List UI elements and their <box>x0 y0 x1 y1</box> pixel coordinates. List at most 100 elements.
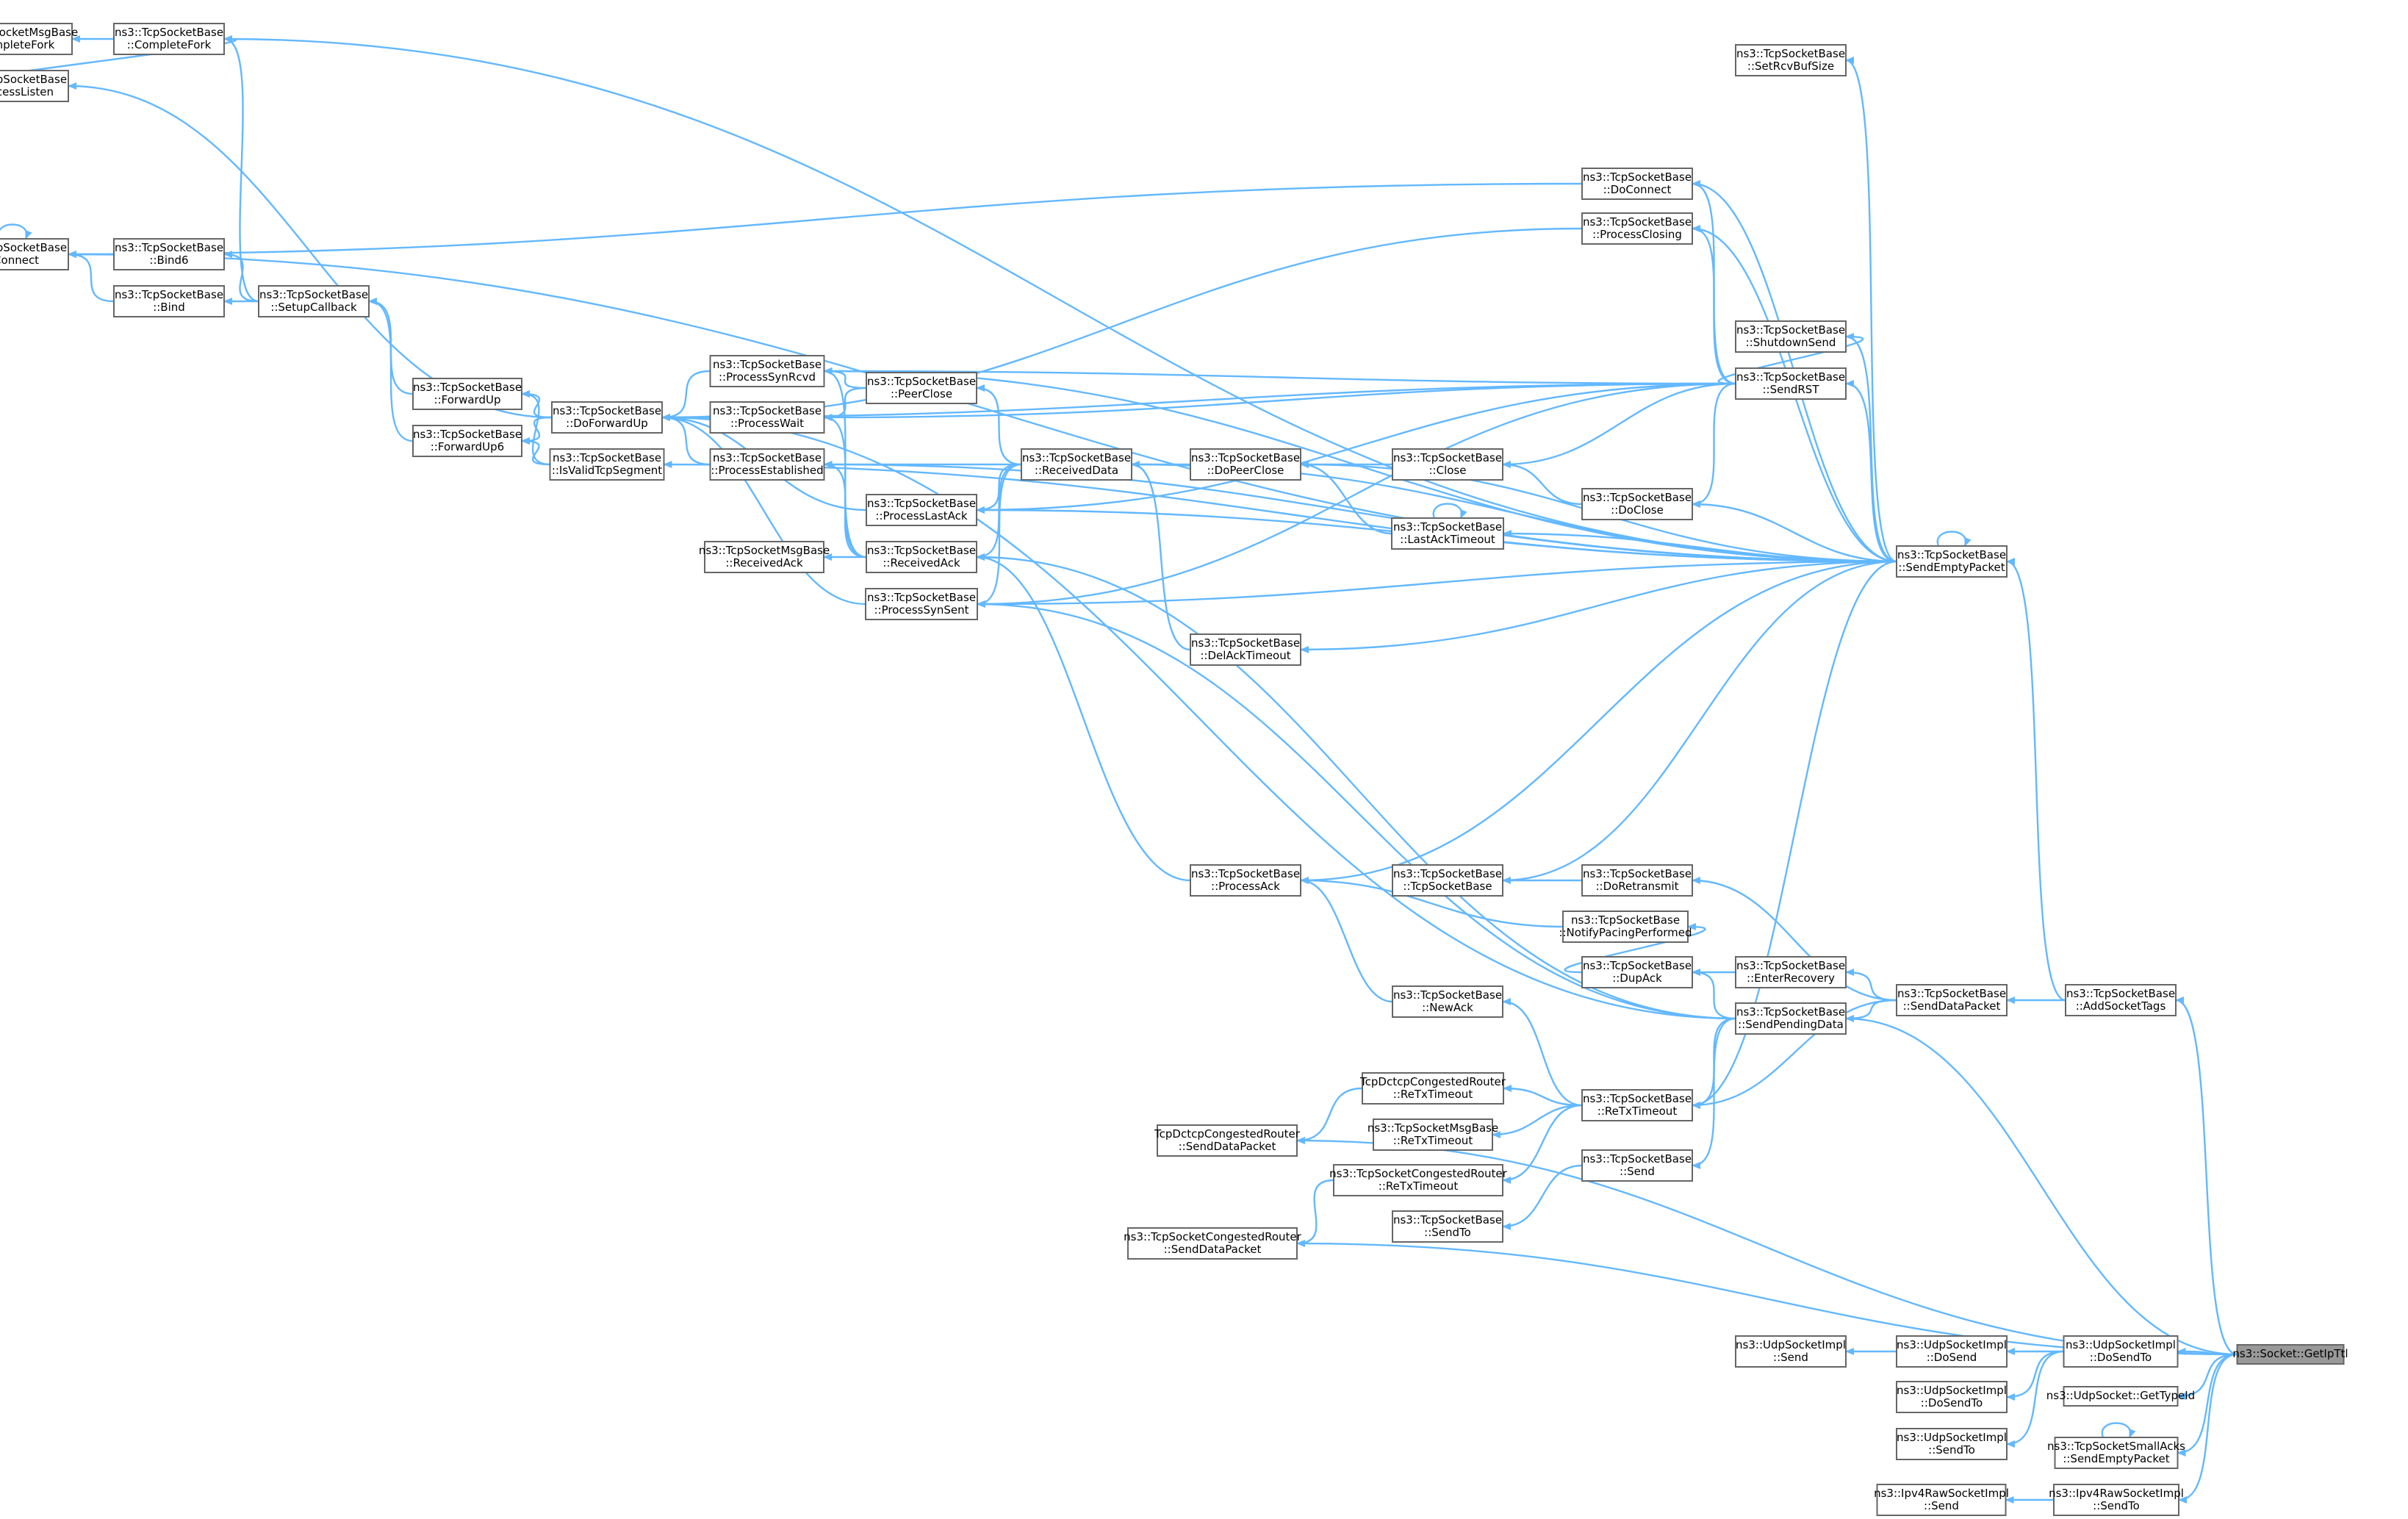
node-udpsocket-gettypeid[interactable]: ns3::UdpSocket::GetTypeId <box>2046 1386 2195 1407</box>
node-delacktimeout[interactable]: ns3::TcpSocketBase::DelAckTimeout <box>1190 633 1301 666</box>
node-receivedack[interactable]: ns3::TcpSocketBase::ReceivedAck <box>866 541 977 573</box>
node-senddatapacket[interactable]: ns3::TcpSocketBase::SendDataPacket <box>1896 984 2008 1016</box>
node-retxtimeout[interactable]: ns3::TcpSocketBase::ReTxTimeout <box>1581 1089 1693 1121</box>
node-label: ::Close <box>1429 464 1467 477</box>
node-newack[interactable]: ns3::TcpSocketBase::NewAck <box>1392 985 1503 1018</box>
edge-sendemptypacket-to-sendrst <box>1845 380 1897 563</box>
node-label: ns3::TcpSocketBase <box>1393 988 1502 1002</box>
node-send[interactable]: ns3::TcpSocketBase::Send <box>1581 1149 1693 1182</box>
node-label: ns3::TcpSocketBase <box>867 544 976 557</box>
node-receiveddata[interactable]: ns3::TcpSocketBase::ReceivedData <box>1021 448 1132 481</box>
node-box <box>709 355 825 387</box>
node-doconnect[interactable]: ns3::TcpSocketBase::DoConnect <box>1581 168 1693 200</box>
node-label: ns3::TcpSocketBase <box>1736 47 1845 60</box>
node-sendpendingdata[interactable]: ns3::TcpSocketBase::SendPendingData <box>1735 1002 1847 1035</box>
edge-dupack-to-notifypacing <box>1564 923 1706 974</box>
node-processwait[interactable]: ns3::TcpSocketBase::ProcessWait <box>709 401 825 434</box>
node-getipttl[interactable]: ns3::Socket::GetIpTtl <box>2232 1344 2348 1365</box>
node-completefork[interactable]: ns3::TcpSocketBase::CompleteFork <box>113 23 225 55</box>
node-congested-retxtimeout[interactable]: ns3::TcpSocketCongestedRouter::ReTxTimeo… <box>1329 1164 1508 1196</box>
node-close[interactable]: ns3::TcpSocketBase::Close <box>1392 448 1503 481</box>
node-label: ns3::UdpSocketImpl <box>1897 1338 2007 1351</box>
node-box <box>1157 1124 1298 1157</box>
node-sendemptypacket[interactable]: ns3::TcpSocketBase::SendEmptyPacket <box>1896 545 2008 578</box>
node-processlastack[interactable]: ns3::TcpSocketBase::ProcessLastAck <box>866 494 977 526</box>
node-peerclose[interactable]: ns3::TcpSocketBase::PeerClose <box>866 372 977 404</box>
node-forwardup6[interactable]: ns3::TcpSocketBase::ForwardUp6 <box>412 425 522 457</box>
node-sendto[interactable]: ns3::TcpSocketBase::SendTo <box>1392 1210 1503 1243</box>
node-box <box>1735 367 1847 400</box>
node-udp-sendto[interactable]: ns3::UdpSocketImpl::SendTo <box>1896 1428 2008 1460</box>
node-sendrst[interactable]: ns3::TcpSocketBase::SendRST <box>1735 367 1847 400</box>
node-label: ns3::TcpSocketBase <box>115 241 223 254</box>
node-label: ::SendDataPacket <box>1164 1243 1262 1256</box>
node-label: ::SendTo <box>1424 1226 1471 1239</box>
node-label: ns3::TcpSocketBase <box>1191 636 1300 650</box>
node-lastacktimeout[interactable]: ns3::TcpSocketBase::LastAckTimeout <box>1391 517 1504 550</box>
node-msgbase-receivedack[interactable]: ns3::TcpSocketMsgBase::ReceivedAck <box>699 541 830 573</box>
node-processlisten[interactable]: ns3::TcpSocketBase::ProcessListen <box>0 70 69 102</box>
node-label: ns3::TcpSocketBase <box>413 381 522 394</box>
node-box <box>1362 1072 1504 1105</box>
node-processclosing[interactable]: ns3::TcpSocketBase::ProcessClosing <box>1581 212 1693 245</box>
node-label: ns3::TcpSocketBase <box>1393 520 1502 534</box>
node-box <box>1735 1335 1847 1368</box>
node-label: ns3::TcpSocketBase <box>713 404 822 417</box>
node-setrcvbufsize[interactable]: ns3::TcpSocketBase::SetRcvBufSize <box>1735 44 1847 76</box>
node-label: ::ProcessSynRcvd <box>719 370 816 384</box>
node-setupcallback[interactable]: ns3::TcpSocketBase::SetupCallback <box>258 285 370 317</box>
node-box <box>2063 1386 2179 1407</box>
node-congested-senddatapacket[interactable]: ns3::TcpSocketCongestedRouter::SendDataP… <box>1124 1227 1302 1260</box>
node-label: ::Send <box>1773 1351 1808 1364</box>
node-udp-send[interactable]: ns3::UdpSocketImpl::Send <box>1735 1335 1847 1368</box>
node-dctcp-senddatapacket[interactable]: TcpDctcpCongestedRouter::SendDataPacket <box>1154 1124 1301 1157</box>
node-udp-dosendto-mid[interactable]: ns3::UdpSocketImpl::DoSendTo <box>1896 1381 2008 1413</box>
node-processsynrcvd[interactable]: ns3::TcpSocketBase::ProcessSynRcvd <box>709 355 825 387</box>
node-shutdownsend[interactable]: ns3::TcpSocketBase::ShutdownSend <box>1735 320 1847 353</box>
node-connect[interactable]: ns3::TcpSocketBase::Connect <box>0 238 69 270</box>
node-dupack[interactable]: ns3::TcpSocketBase::DupAck <box>1581 956 1693 988</box>
node-notifypacing[interactable]: ns3::TcpSocketBase::NotifyPacingPerforme… <box>1559 911 1692 943</box>
node-doclose[interactable]: ns3::TcpSocketBase::DoClose <box>1581 488 1693 520</box>
node-label: TcpDctcpCongestedRouter <box>1154 1127 1301 1141</box>
node-box <box>1333 1164 1503 1196</box>
node-addsockettags[interactable]: ns3::TcpSocketBase::AddSocketTags <box>2065 984 2177 1016</box>
node-forwardup[interactable]: ns3::TcpSocketBase::ForwardUp <box>412 378 522 410</box>
node-enterrecovery[interactable]: ns3::TcpSocketBase::EnterRecovery <box>1735 956 1847 988</box>
node-label: ns3::TcpSocketBase <box>0 73 67 86</box>
node-processsynsent[interactable]: ns3::TcpSocketBase::ProcessSynSent <box>865 588 978 620</box>
node-dctcp-retxtimeout[interactable]: TcpDctcpCongestedRouter::ReTxTimeout <box>1359 1072 1506 1105</box>
node-label: ::DelAckTimeout <box>1200 649 1290 662</box>
edge-notifypacing-to-processack <box>1300 877 1564 928</box>
node-doforwardup[interactable]: ns3::TcpSocketBase::DoForwardUp <box>551 401 663 434</box>
node-msgbase-retxtimeout[interactable]: ns3::TcpSocketMsgBase::ReTxTimeout <box>1367 1118 1498 1151</box>
node-bind6[interactable]: ns3::TcpSocketBase::Bind6 <box>113 238 225 270</box>
node-smallacks-sendemptypacket[interactable]: ns3::TcpSocketSmallAcks::SendEmptyPacket <box>2047 1437 2185 1469</box>
node-tcpsocketbase-ctor[interactable]: ns3::TcpSocketBase::TcpSocketBase <box>1392 864 1503 897</box>
node-box <box>549 448 665 481</box>
node-processestablished[interactable]: ns3::TcpSocketBase::ProcessEstablished <box>709 448 825 481</box>
node-processack[interactable]: ns3::TcpSocketBase::ProcessAck <box>1190 864 1301 897</box>
node-udp-dosendto[interactable]: ns3::UdpSocketImpl::DoSendTo <box>2063 1335 2179 1368</box>
node-udp-dosend[interactable]: ns3::UdpSocketImpl::DoSend <box>1896 1335 2008 1368</box>
node-label: ::SendTo <box>1928 1443 1975 1457</box>
edge-sendemptypacket-to-sendemptypacket <box>1936 531 1972 547</box>
node-label: ns3::TcpSocketMsgBase <box>0 26 78 39</box>
node-box <box>1896 984 2008 1016</box>
node-ipv4raw-sendto[interactable]: ns3::Ipv4RawSocketImpl::SendTo <box>2049 1484 2184 1516</box>
node-doretransmit[interactable]: ns3::TcpSocketBase::DoRetransmit <box>1581 864 1693 897</box>
node-msgbase-completefork[interactable]: ns3::TcpSocketMsgBase::CompleteFork <box>0 23 78 55</box>
node-isvalidtcpsegment[interactable]: ns3::TcpSocketBase::IsValidTcpSegment <box>549 448 665 481</box>
node-box <box>258 285 370 317</box>
edge-sendrst-to-doforwardup <box>661 382 1736 421</box>
node-label: ns3::TcpSocketBase <box>1191 451 1300 464</box>
edge-sendrst-to-processsynsent <box>977 382 1736 608</box>
edge-sendemptypacket-to-processack <box>1300 560 1897 884</box>
node-ipv4raw-send[interactable]: ns3::Ipv4RawSocketImpl::Send <box>1874 1484 2009 1516</box>
node-box <box>0 23 73 55</box>
node-box <box>1373 1118 1493 1151</box>
node-dopeerclose[interactable]: ns3::TcpSocketBase::DoPeerClose <box>1190 448 1301 481</box>
node-box <box>1735 956 1847 988</box>
node-box <box>551 401 663 434</box>
node-bind[interactable]: ns3::TcpSocketBase::Bind <box>113 285 225 317</box>
